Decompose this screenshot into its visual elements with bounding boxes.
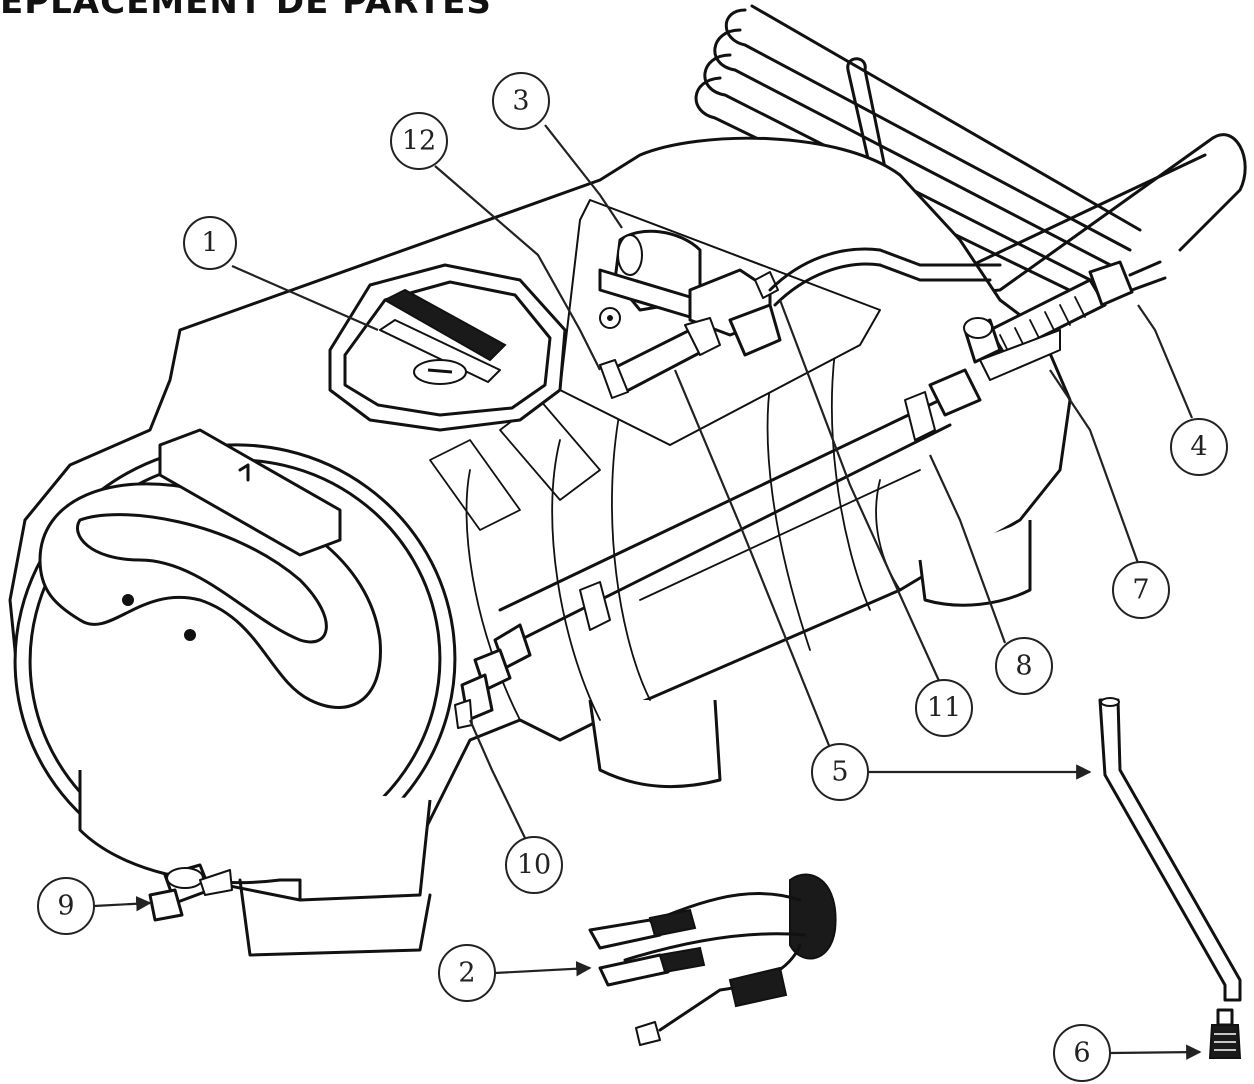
tank-body (8, 136, 1072, 957)
page-title: EPLACEMENT DE PARTES (0, 0, 492, 22)
callout-1: 1 (183, 216, 237, 270)
callout-9: 9 (37, 877, 95, 935)
callout-6: 6 (1053, 1024, 1111, 1082)
callout-4-label: 4 (1190, 432, 1207, 463)
pump-assembly (598, 229, 1002, 357)
callout-12: 12 (390, 112, 448, 170)
callout-10: 10 (505, 836, 563, 894)
callout-12-label: 12 (402, 126, 436, 157)
tank-lid (328, 263, 567, 432)
callout-5-label: 5 (831, 757, 848, 788)
leader-lines (93, 124, 1202, 1060)
front-nozzle (454, 623, 532, 729)
suction-hose (599, 317, 721, 399)
relief-spring-assembly (579, 260, 1167, 631)
callout-11-label: 11 (927, 693, 961, 724)
callout-2: 2 (438, 944, 496, 1002)
callout-3: 3 (492, 72, 550, 130)
callout-4: 4 (1170, 418, 1228, 476)
callout-2-label: 2 (458, 958, 475, 989)
callout-10-label: 10 (517, 850, 551, 881)
drain-valve (148, 863, 233, 922)
callout-7-label: 7 (1132, 575, 1149, 606)
callout-1-label: 1 (201, 228, 218, 259)
callout-9-label: 9 (57, 891, 74, 922)
callout-8-label: 8 (1015, 651, 1032, 682)
callout-5: 5 (811, 743, 869, 801)
callout-7: 7 (1112, 561, 1170, 619)
callout-8: 8 (995, 637, 1053, 695)
callout-6-label: 6 (1073, 1038, 1090, 1069)
callout-11: 11 (915, 679, 973, 737)
suction-wand (1098, 697, 1242, 1059)
battery-cable (588, 873, 837, 1046)
callout-3-label: 3 (512, 86, 529, 117)
